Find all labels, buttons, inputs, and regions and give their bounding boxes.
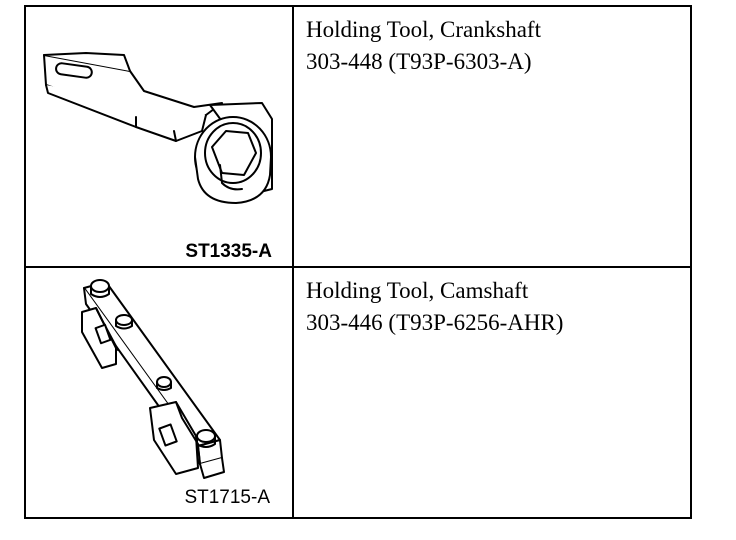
illustration-code: ST1715-A (184, 487, 270, 508)
crankshaft-holding-tool-icon (43, 52, 273, 204)
special-tools-table: ST1335-A Holding Tool, Crankshaft 303-44… (24, 5, 692, 519)
tool-image-cell: ST1335-A (26, 7, 294, 266)
tool-name: Holding Tool, Crankshaft (306, 17, 541, 42)
tool-image-cell: ST1715-A (26, 268, 294, 517)
tool-number: 303-448 (T93P-6303-A) (306, 49, 532, 74)
tool-name: Holding Tool, Camshaft (306, 278, 529, 303)
tool-description-cell: Holding Tool, Crankshaft 303-448 (T93P-6… (294, 7, 690, 266)
tool-number: 303-446 (T93P-6256-AHR) (306, 310, 564, 335)
table-row: ST1335-A Holding Tool, Crankshaft 303-44… (26, 7, 690, 268)
camshaft-holding-tool-icon (81, 279, 225, 479)
table-row: ST1715-A Holding Tool, Camshaft 303-446 … (26, 268, 690, 517)
tool-description-cell: Holding Tool, Camshaft 303-446 (T93P-625… (294, 268, 690, 517)
illustration-code: ST1335-A (185, 241, 272, 262)
